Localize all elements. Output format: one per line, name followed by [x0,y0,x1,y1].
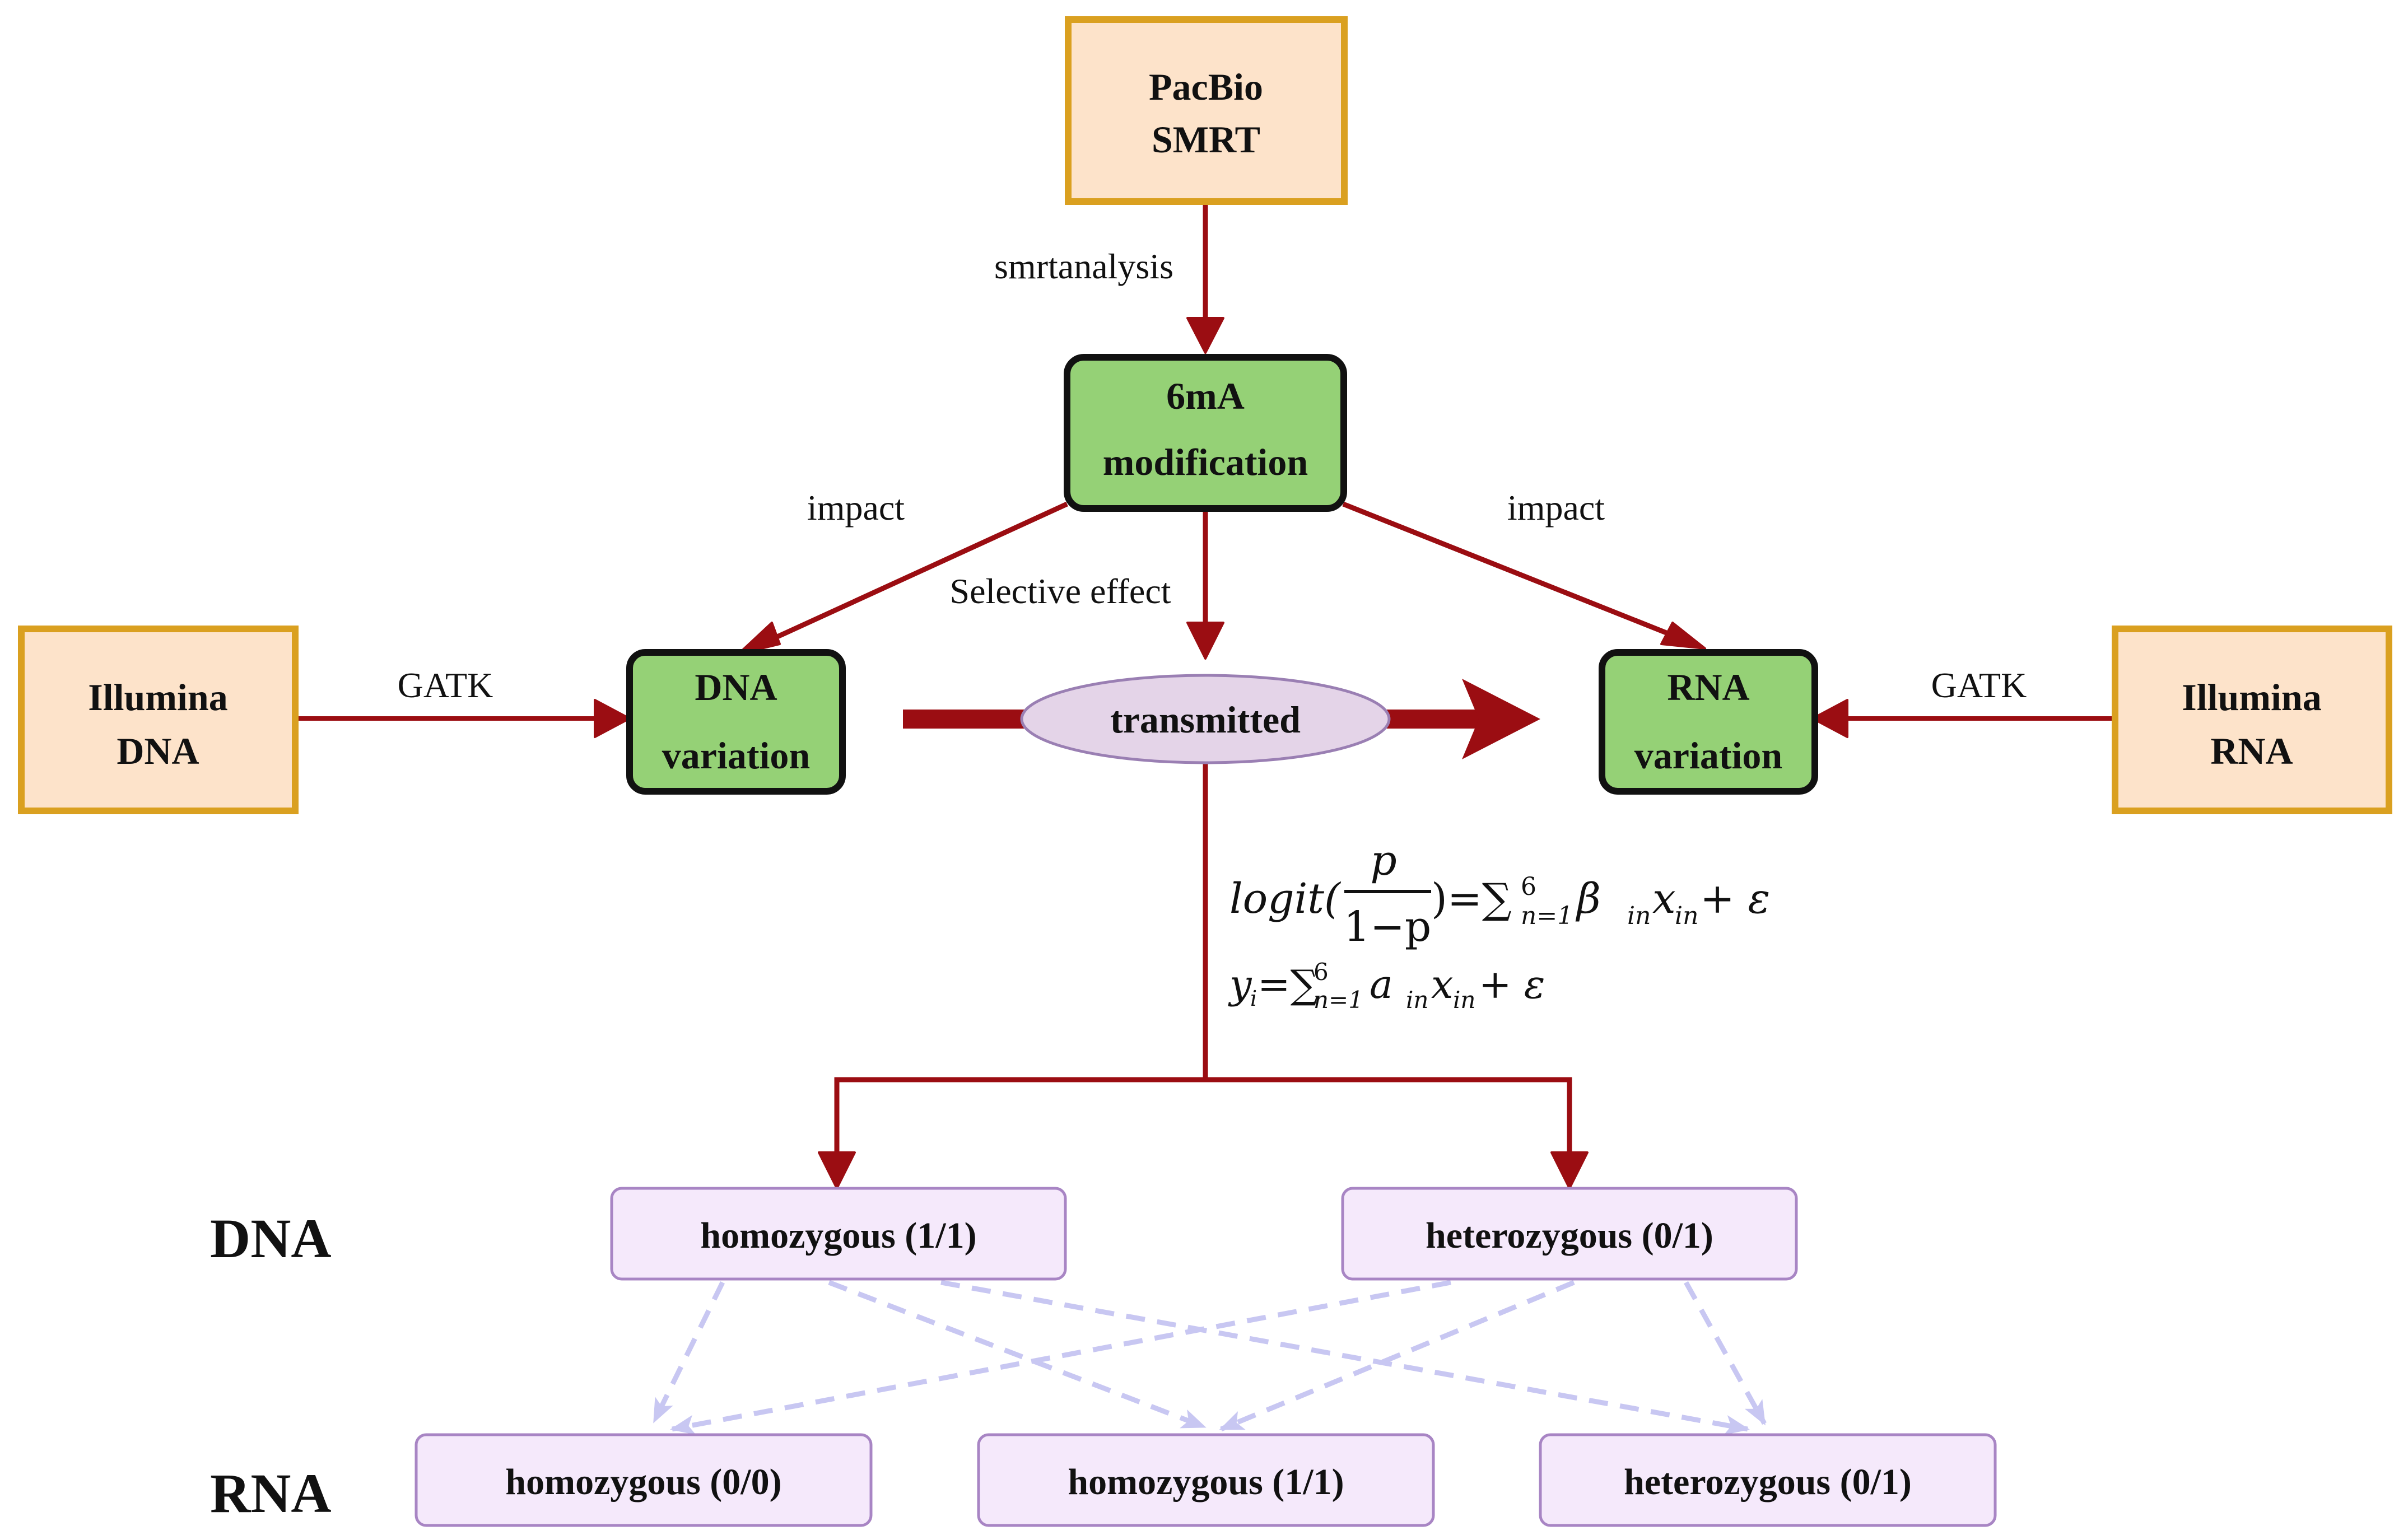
svg-text:homozygous (1/1): homozygous (1/1) [700,1215,976,1256]
svg-text:homozygous (1/1): homozygous (1/1) [1068,1462,1344,1502]
genotype-rna-homozygous-00: homozygous (0/0) [414,1433,873,1527]
node-dna-variation: DNA variation [626,649,846,795]
svg-text:variation: variation [1634,734,1782,777]
svg-text:+ ε: + ε [1479,962,1545,1007]
label-gatk-left: GATK [398,665,493,705]
svg-text:n=1: n=1 [1314,986,1363,1014]
label-gatk-right: GATK [1931,665,2027,705]
node-transmitted: transmitted [1020,674,1391,764]
formula-logit: logit( p 1−p )=∑ 6 n=1 β in x in + ε [1229,837,1770,951]
svg-text:heterozygous (0/1): heterozygous (0/1) [1426,1215,1713,1256]
svg-text:)=∑: )=∑ [1431,875,1512,923]
svg-text:=∑: =∑ [1257,962,1319,1007]
edge-dna-hom-to-rna-11 [828,1280,1207,1430]
svg-text:p: p [1370,837,1396,885]
svg-text:logit(: logit( [1229,875,1342,923]
edge-dna-het-to-rna-11 [1219,1280,1575,1432]
edge-impact-right [1342,501,1706,650]
node-illumina-rna: Illumina RNA [2112,626,2392,814]
svg-text:in: in [1453,986,1475,1014]
svg-text:homozygous (0/0): homozygous (0/0) [505,1462,781,1502]
svg-text:6: 6 [1521,872,1536,901]
svg-text:+ ε: + ε [1700,875,1770,923]
svg-text:n=1: n=1 [1521,902,1573,930]
svg-text:1−p: 1−p [1344,903,1431,951]
genotype-rna-homozygous-11: homozygous (1/1) [977,1433,1435,1527]
edge-smrtanalysis [1186,202,1224,354]
svg-text:heterozygous (0/1): heterozygous (0/1) [1624,1462,1912,1502]
genotype-dna-heterozygous-01: heterozygous (0/1) [1341,1187,1798,1281]
svg-text:modification: modification [1103,441,1308,483]
label-selective-effect: Selective effect [949,571,1171,611]
svg-text:6: 6 [1314,958,1329,986]
svg-text:transmitted: transmitted [1110,698,1301,741]
edge-fork [818,762,1589,1189]
edge-dna-hom-to-rna-01 [940,1280,1750,1435]
svg-text:a: a [1370,962,1393,1007]
svg-text:x: x [1652,875,1676,923]
svg-text:Illumina: Illumina [2182,676,2321,718]
edge-dna-hom-to-rna-00 [651,1281,725,1424]
svg-text:RNA: RNA [1667,666,1749,708]
svg-text:PacBio: PacBio [1149,66,1263,108]
genotype-rna-heterozygous-01: heterozygous (0/1) [1539,1433,1997,1527]
node-illumina-dna: Illumina DNA [18,626,299,814]
node-pacbio-smrt: PacBio SMRT [1065,16,1348,205]
svg-text:in: in [1675,902,1698,930]
genotype-dna-homozygous-11: homozygous (1/1) [610,1187,1067,1281]
row-label-dna: DNA [210,1207,332,1270]
svg-text:x: x [1431,962,1453,1007]
row-label-rna: RNA [210,1462,332,1524]
svg-text:in: in [1627,902,1651,930]
svg-text:y: y [1228,962,1252,1007]
label-impact-right: impact [1507,488,1605,528]
edge-selective-effect [1186,507,1224,660]
edge-gatk-left [295,699,631,738]
svg-text:in: in [1406,986,1428,1014]
svg-text:variation: variation [662,734,810,777]
label-impact-left: impact [807,488,905,528]
formula-linear: y i =∑ 6 n=1 a in x in + ε [1228,958,1545,1014]
edge-dna-het-to-rna-01 [1684,1281,1767,1426]
svg-text:DNA: DNA [117,730,199,772]
svg-text:6mA: 6mA [1166,375,1245,417]
edge-dna-het-to-rna-00 [670,1280,1451,1435]
svg-text:SMRT: SMRT [1152,118,1260,161]
svg-text:DNA: DNA [695,666,777,708]
node-rna-variation: RNA variation [1599,649,1818,795]
edge-gatk-right [1811,699,2115,738]
svg-text:β: β [1575,875,1601,923]
svg-text:Illumina: Illumina [88,676,227,718]
svg-text:i: i [1250,986,1257,1011]
node-6ma-modification: 6mA modification [1064,354,1347,512]
label-smrtanalysis: smrtanalysis [994,246,1173,286]
svg-text:RNA: RNA [2210,730,2293,772]
genotype-transitions [651,1280,1767,1435]
